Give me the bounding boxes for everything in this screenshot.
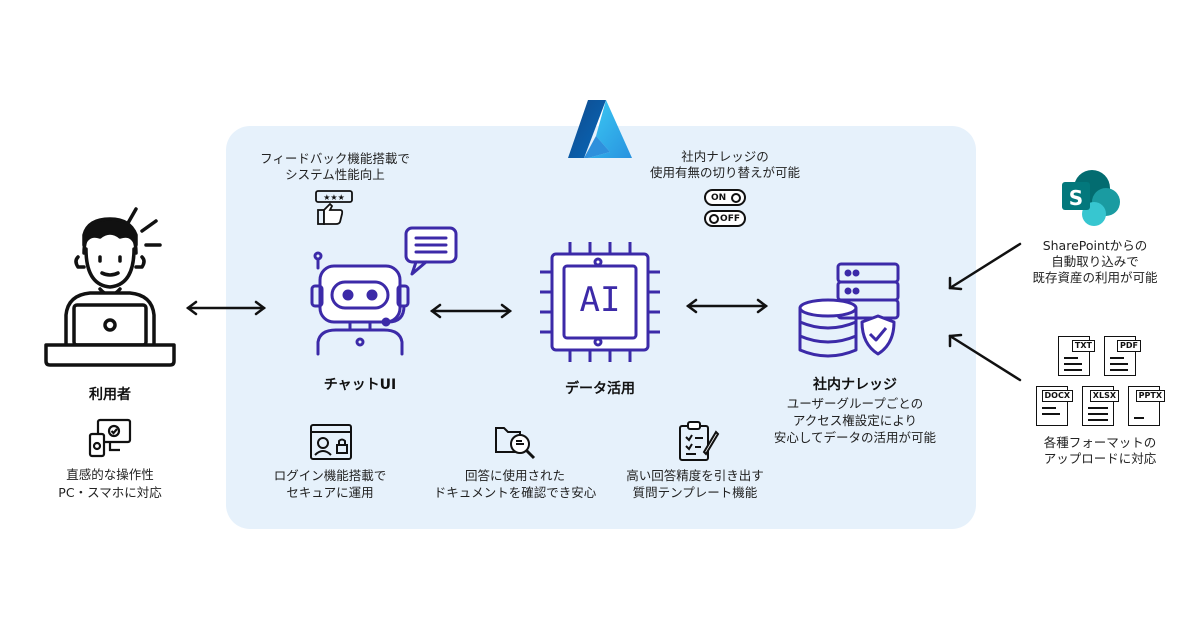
file-docx-icon: DOCX bbox=[1036, 386, 1073, 426]
pc-smartphone-icon bbox=[88, 418, 132, 458]
chat-feedback-line1: フィードバック機能搭載で bbox=[260, 151, 410, 166]
import-arrow-icon bbox=[948, 242, 1022, 291]
feature-login-line2: セキュアに運用 bbox=[286, 485, 374, 500]
user-label: 利用者 bbox=[89, 387, 131, 403]
chat-feedback-line2: システム性能向上 bbox=[285, 167, 385, 182]
user-desc-line1: 直感的な操作性 bbox=[66, 467, 154, 482]
knowledge-toggle-line2: 使用有無の切り替えが可能 bbox=[649, 165, 800, 180]
sharepoint-logo-letter: S bbox=[1068, 186, 1084, 210]
file-type-label: PPTX bbox=[1135, 390, 1165, 402]
formats-line2: アップロードに対応 bbox=[1043, 451, 1157, 466]
file-xlsx-icon: XLSX bbox=[1082, 386, 1119, 426]
sharepoint-line1: SharePointからの bbox=[1042, 238, 1148, 253]
file-type-label: XLSX bbox=[1089, 390, 1119, 402]
sharepoint-line2: 自動取り込みで bbox=[1051, 254, 1139, 269]
file-pptx-icon: PPTX bbox=[1128, 386, 1165, 426]
knowledge-desc-line3: 安心してデータの活用が可能 bbox=[773, 430, 937, 445]
person-laptop-icon bbox=[44, 207, 176, 367]
toggle-off-text: OFF bbox=[720, 214, 740, 224]
knowledge-desc-line2: アクセス権設定により bbox=[792, 413, 918, 428]
file-type-label: TXT bbox=[1071, 340, 1095, 352]
ai-label: データ活用 bbox=[565, 381, 635, 397]
toggle-on-badge: ON bbox=[704, 189, 746, 206]
sharepoint-logo-icon bbox=[1062, 170, 1120, 226]
file-txt-icon: TXT bbox=[1058, 336, 1095, 376]
knowledge-desc-line1: ユーザーグループごとの bbox=[786, 396, 924, 411]
toggle-knob-icon bbox=[731, 193, 741, 203]
feature-template-line2: 質問テンプレート機能 bbox=[632, 485, 758, 500]
file-pdf-icon: PDF bbox=[1104, 336, 1141, 376]
robot-headset-icon bbox=[310, 226, 458, 356]
feature-template-line1: 高い回答精度を引き出す bbox=[626, 468, 764, 483]
double-arrow-icon bbox=[185, 300, 267, 316]
feature-docs-line2: ドキュメントを確認でき安心 bbox=[433, 485, 597, 500]
double-arrow-icon bbox=[429, 303, 513, 319]
ai-chip-icon bbox=[540, 242, 660, 362]
chat-label: チャットUI bbox=[323, 377, 397, 393]
feature-docs-line1: 回答に使用された bbox=[464, 468, 565, 483]
file-type-label: PDF bbox=[1117, 340, 1141, 352]
user-desc-line2: PC・スマホに対応 bbox=[58, 485, 162, 500]
toggle-off-badge: OFF bbox=[704, 210, 746, 227]
knowledge-toggle-line1: 社内ナレッジの bbox=[681, 149, 769, 164]
sharepoint-line3: 既存資産の利用が可能 bbox=[1032, 270, 1158, 285]
thumbs-up-rating-icon: ★★★ bbox=[315, 190, 353, 225]
toggle-knob-icon bbox=[709, 214, 719, 224]
import-arrow-icon bbox=[948, 333, 1022, 382]
document-search-icon bbox=[495, 427, 536, 460]
clipboard-template-icon bbox=[679, 421, 720, 461]
secure-login-icon bbox=[310, 424, 352, 460]
knowledge-label: 社内ナレッジ bbox=[813, 377, 897, 393]
azure-logo-icon bbox=[568, 100, 632, 158]
svg-text:★★★: ★★★ bbox=[323, 193, 345, 202]
database-shield-icon bbox=[798, 262, 900, 358]
toggle-on-text: ON bbox=[711, 193, 727, 203]
formats-line1: 各種フォーマットの bbox=[1043, 435, 1157, 450]
file-type-label: DOCX bbox=[1041, 390, 1073, 402]
double-arrow-icon bbox=[685, 298, 769, 314]
feature-login-line1: ログイン機能搭載で bbox=[273, 468, 387, 483]
ai-chip-text: AI bbox=[579, 280, 621, 320]
